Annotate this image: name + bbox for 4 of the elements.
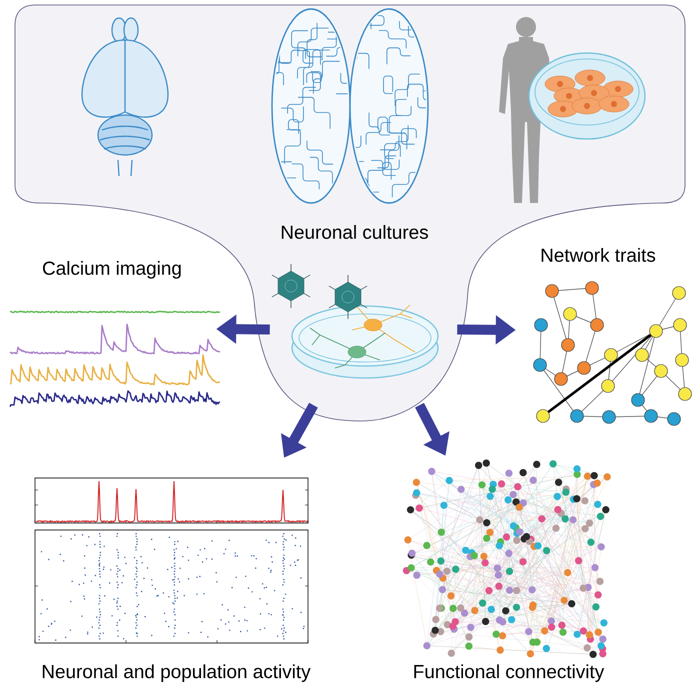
panel-heading: Calcium imaging bbox=[43, 261, 181, 279]
panel-heading: Neuronal and population activity bbox=[42, 664, 311, 682]
panel-heading: Functional connectivity bbox=[414, 664, 604, 682]
panel-heading: Network traits bbox=[542, 248, 656, 262]
